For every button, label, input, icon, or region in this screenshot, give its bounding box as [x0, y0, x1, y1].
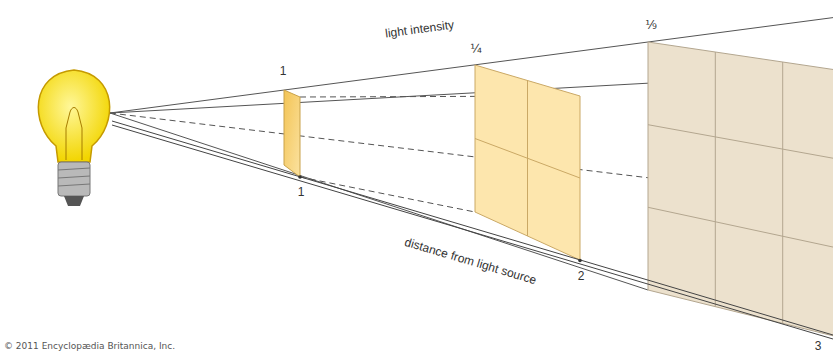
distance-value: 1	[298, 186, 305, 199]
distance-value: 3	[815, 340, 822, 353]
distance-value: 2	[578, 270, 585, 283]
bulb-thread	[58, 184, 90, 186]
bulb-glass	[38, 70, 109, 162]
bulb-thread	[58, 168, 90, 170]
intensity-value: 1	[280, 65, 287, 78]
copyright-note: © 2011 Encyclopædia Britannica, Inc.	[4, 342, 175, 352]
grid-line	[475, 139, 580, 179]
grid-line	[648, 207, 833, 250]
bulb-base	[58, 162, 90, 196]
grid-line	[648, 125, 833, 162]
grid-line	[782, 62, 783, 323]
axis-title: light intensity	[385, 19, 456, 41]
distance-line	[112, 121, 833, 335]
distance-line	[112, 125, 833, 339]
intensity-value: ⅑	[645, 19, 657, 32]
bulb-filament	[66, 108, 82, 161]
bulb-contact	[64, 196, 84, 206]
unit-square	[284, 90, 300, 177]
bulb-thread	[58, 176, 90, 178]
nine-square-panel	[648, 42, 833, 340]
intensity-value: ¼	[470, 43, 482, 56]
distance-tick	[578, 259, 582, 263]
axis-title: distance from light source	[403, 236, 538, 287]
four-square-panel	[475, 65, 580, 260]
distance-tick	[298, 175, 302, 179]
grid-line	[715, 52, 716, 307]
